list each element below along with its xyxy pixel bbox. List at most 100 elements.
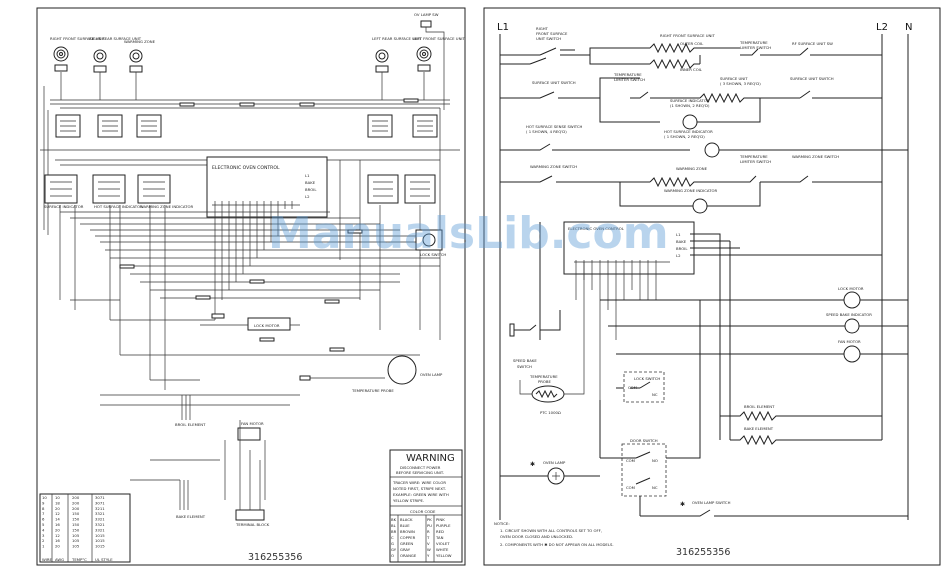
surface-indicator-count-label: (1 SHOWN, 2 REQ'D)	[670, 103, 710, 108]
color-code-abbr: PK	[427, 517, 432, 522]
color-code-abbr: GY	[391, 547, 397, 552]
color-code-name: BLACK	[400, 517, 413, 522]
left-fan-motor: FAN MOTOR	[224, 421, 266, 500]
color-code-name: YELLOW	[436, 553, 452, 558]
color-code-name: BROWN	[400, 529, 415, 534]
left-oven-lamp: OVEN LAMP	[387, 355, 443, 385]
wire-table-cell: 1015	[95, 544, 105, 549]
wire-table-cell: 5	[42, 522, 45, 527]
right-oven-lamp-asterisk: ✱	[530, 461, 535, 468]
right-speed-bake-indicator-label: SPEED BAKE INDICATOR	[826, 312, 872, 317]
right-oven-lamp-label: OVEN LAMP	[543, 460, 566, 465]
right-probe-ohms: PTC 1000Ω	[540, 410, 561, 415]
wire-table-cell: 3211	[95, 506, 105, 511]
wire-table-cell: 105	[72, 538, 80, 543]
right-bake-element-label: BAKE ELEMENT	[744, 426, 774, 431]
left-burner-warming-zone-label: WARMING ZONE	[124, 39, 156, 44]
warming-zone-label: WARMING ZONE	[676, 166, 708, 171]
left-warming-zone-indicator-label: WARMING ZONE INDICATOR	[140, 204, 193, 209]
rf-switch-label-1: RIGHT	[536, 26, 549, 31]
color-code-name: RED	[436, 529, 444, 534]
wire-table-cell: 9	[42, 500, 45, 505]
right-eoc-label: ELECTRONIC OVEN CONTROL	[568, 226, 625, 231]
left-switch-row-2: SURFACE INDICATOR HOT SURFACE INDICATOR …	[44, 174, 436, 209]
wire-table-cell: 2	[42, 538, 45, 543]
left-burner-left-front: LEFT FRONT SURFACE UNIT	[413, 36, 466, 72]
left-hot-surface-indicator-label: HOT SURFACE INDICATOR	[94, 204, 143, 209]
wire-table-cell: 6	[42, 517, 45, 522]
speed-bake-switch-label-2: SWITCH	[517, 364, 532, 369]
right-row-hot-surface: HOT SURFACE SENSE SWITCH ( 1 SHOWN, 4 RE…	[500, 124, 908, 158]
color-code-abbr: BL	[391, 523, 397, 528]
color-code-name: BLUE	[400, 523, 410, 528]
wire-table-header: UL STYLE	[95, 557, 113, 562]
rf-switch-label-3: UNIT SWITCH	[536, 36, 561, 41]
right-eoc-broil: BROIL	[676, 246, 688, 251]
rf-switch-label-2: FRONT SURFACE	[536, 31, 568, 36]
rail-n-label: N	[905, 22, 912, 33]
color-code-name: COPPER	[400, 535, 416, 540]
hot-surface-sensor-label: HOT SURFACE SENSE SWITCH	[526, 124, 583, 129]
wire-table-cell: 1	[42, 544, 45, 549]
right-probe-label-2: PROBE	[538, 379, 552, 384]
right-lock-motor-label: LOCK MOTOR	[838, 286, 864, 291]
color-code-abbr: BK	[391, 517, 397, 522]
warning-tracer-2: NOTED FIRST, STRIPE NEXT.	[393, 486, 446, 491]
wire-table-cell: 105	[72, 533, 80, 538]
wire-table-cell: 16	[55, 538, 60, 543]
right-row-rf-surface: RIGHT FRONT SURFACE UNIT SWITCH RIGHT FR…	[500, 26, 882, 72]
left-burner-left-front-label: LEFT FRONT SURFACE UNIT	[413, 36, 466, 41]
right-bake-element: BAKE ELEMENT	[729, 241, 883, 446]
left-eoc-term-broil: BROIL	[305, 187, 317, 192]
left-terminal-block: TERMINAL BLOCK	[235, 420, 270, 527]
color-code-name: TAN	[435, 535, 444, 540]
surface-unit-switch-label: SURFACE UNIT SWITCH	[532, 80, 576, 85]
wire-table-cell: 10	[42, 495, 47, 500]
notes-line-1: 1. CIRCUIT SHOWN WITH ALL CONTROLS SET T…	[500, 528, 602, 533]
right-speed-bake-indicator: SPEED BAKE INDICATOR	[608, 312, 908, 334]
right-eoc-bake: BAKE	[676, 239, 687, 244]
left-surface-indicator-label: SURFACE INDICATOR	[44, 204, 84, 209]
right-door-com-1: COM	[626, 458, 635, 463]
left-lock-switch: LOCK SWITCH	[415, 229, 446, 257]
warning-line-1: DISCONNECT POWER	[400, 465, 441, 470]
warming-zone-switch-label: WARMING ZONE SWITCH	[530, 164, 577, 169]
left-temperature-probe: TEMPERATURE PROBE	[299, 375, 394, 393]
wire-table-cell: 10	[55, 495, 60, 500]
left-temp-probe-label: TEMPERATURE PROBE	[351, 388, 394, 393]
rail-l2-label: L2	[876, 22, 888, 33]
surface-unit-switch2-label: SURFACE UNIT SWITCH	[790, 76, 834, 81]
outer-coil-label: OUTER COIL	[680, 41, 704, 46]
right-oven-lamp-switch-label: OVEN LAMP SWITCH	[692, 500, 731, 505]
right-lock-switch-label: LOCK SWITCH	[634, 376, 660, 381]
watermark: ManualsLib.com	[268, 208, 669, 259]
left-eoc-term-l1: L1	[305, 173, 310, 178]
left-fan-motor-label: FAN MOTOR	[241, 421, 264, 426]
color-code-name: VIOLET	[436, 541, 450, 546]
wz-limiter-label-1: TEMPERATURE	[739, 154, 768, 159]
warming-zone-switch2-label: WARMING ZONE SWITCH	[792, 154, 839, 159]
right-part-number: 316255356	[676, 547, 730, 558]
right-oven-lamp-switch-asterisk: ✱	[680, 501, 685, 508]
wire-table-cell: 7	[42, 511, 45, 516]
color-code-name: WHITE	[436, 547, 449, 552]
left-oven-lamp-switch-label: OV LAMP SW	[414, 12, 439, 17]
wire-table-cell: 200	[72, 495, 80, 500]
left-warning-panel: WARNING DISCONNECT POWER BEFORE SERVICIN…	[389, 449, 463, 563]
left-terminal-block-label: TERMINAL BLOCK	[235, 522, 270, 527]
wire-table-cell: 16	[55, 522, 60, 527]
speed-bake-switch-label-1: SPEED BAKE	[513, 358, 537, 363]
left-broil-element-label: BROIL ELEMENT	[175, 422, 206, 427]
warning-line-2: BEFORE SERVICING UNIT.	[396, 470, 444, 475]
color-code-abbr: T	[426, 535, 430, 540]
wire-table-cell: 150	[72, 527, 80, 532]
notes-line-3: 2. COMPONENTS WITH ✱ DO NOT APPEAR ON AL…	[500, 542, 614, 547]
right-door-com-2: COM	[626, 485, 635, 490]
left-bake-element-label: BAKE ELEMENT	[176, 514, 206, 519]
left-part-number: 316255356	[248, 552, 302, 563]
wire-table-cell: 105	[72, 544, 80, 549]
wire-table-cell: 3321	[95, 517, 105, 522]
right-notes: NOTICE: 1. CIRCUIT SHOWN WITH ALL CONTRO…	[494, 521, 614, 547]
right-power-rails: L1 L2 N	[497, 22, 912, 520]
